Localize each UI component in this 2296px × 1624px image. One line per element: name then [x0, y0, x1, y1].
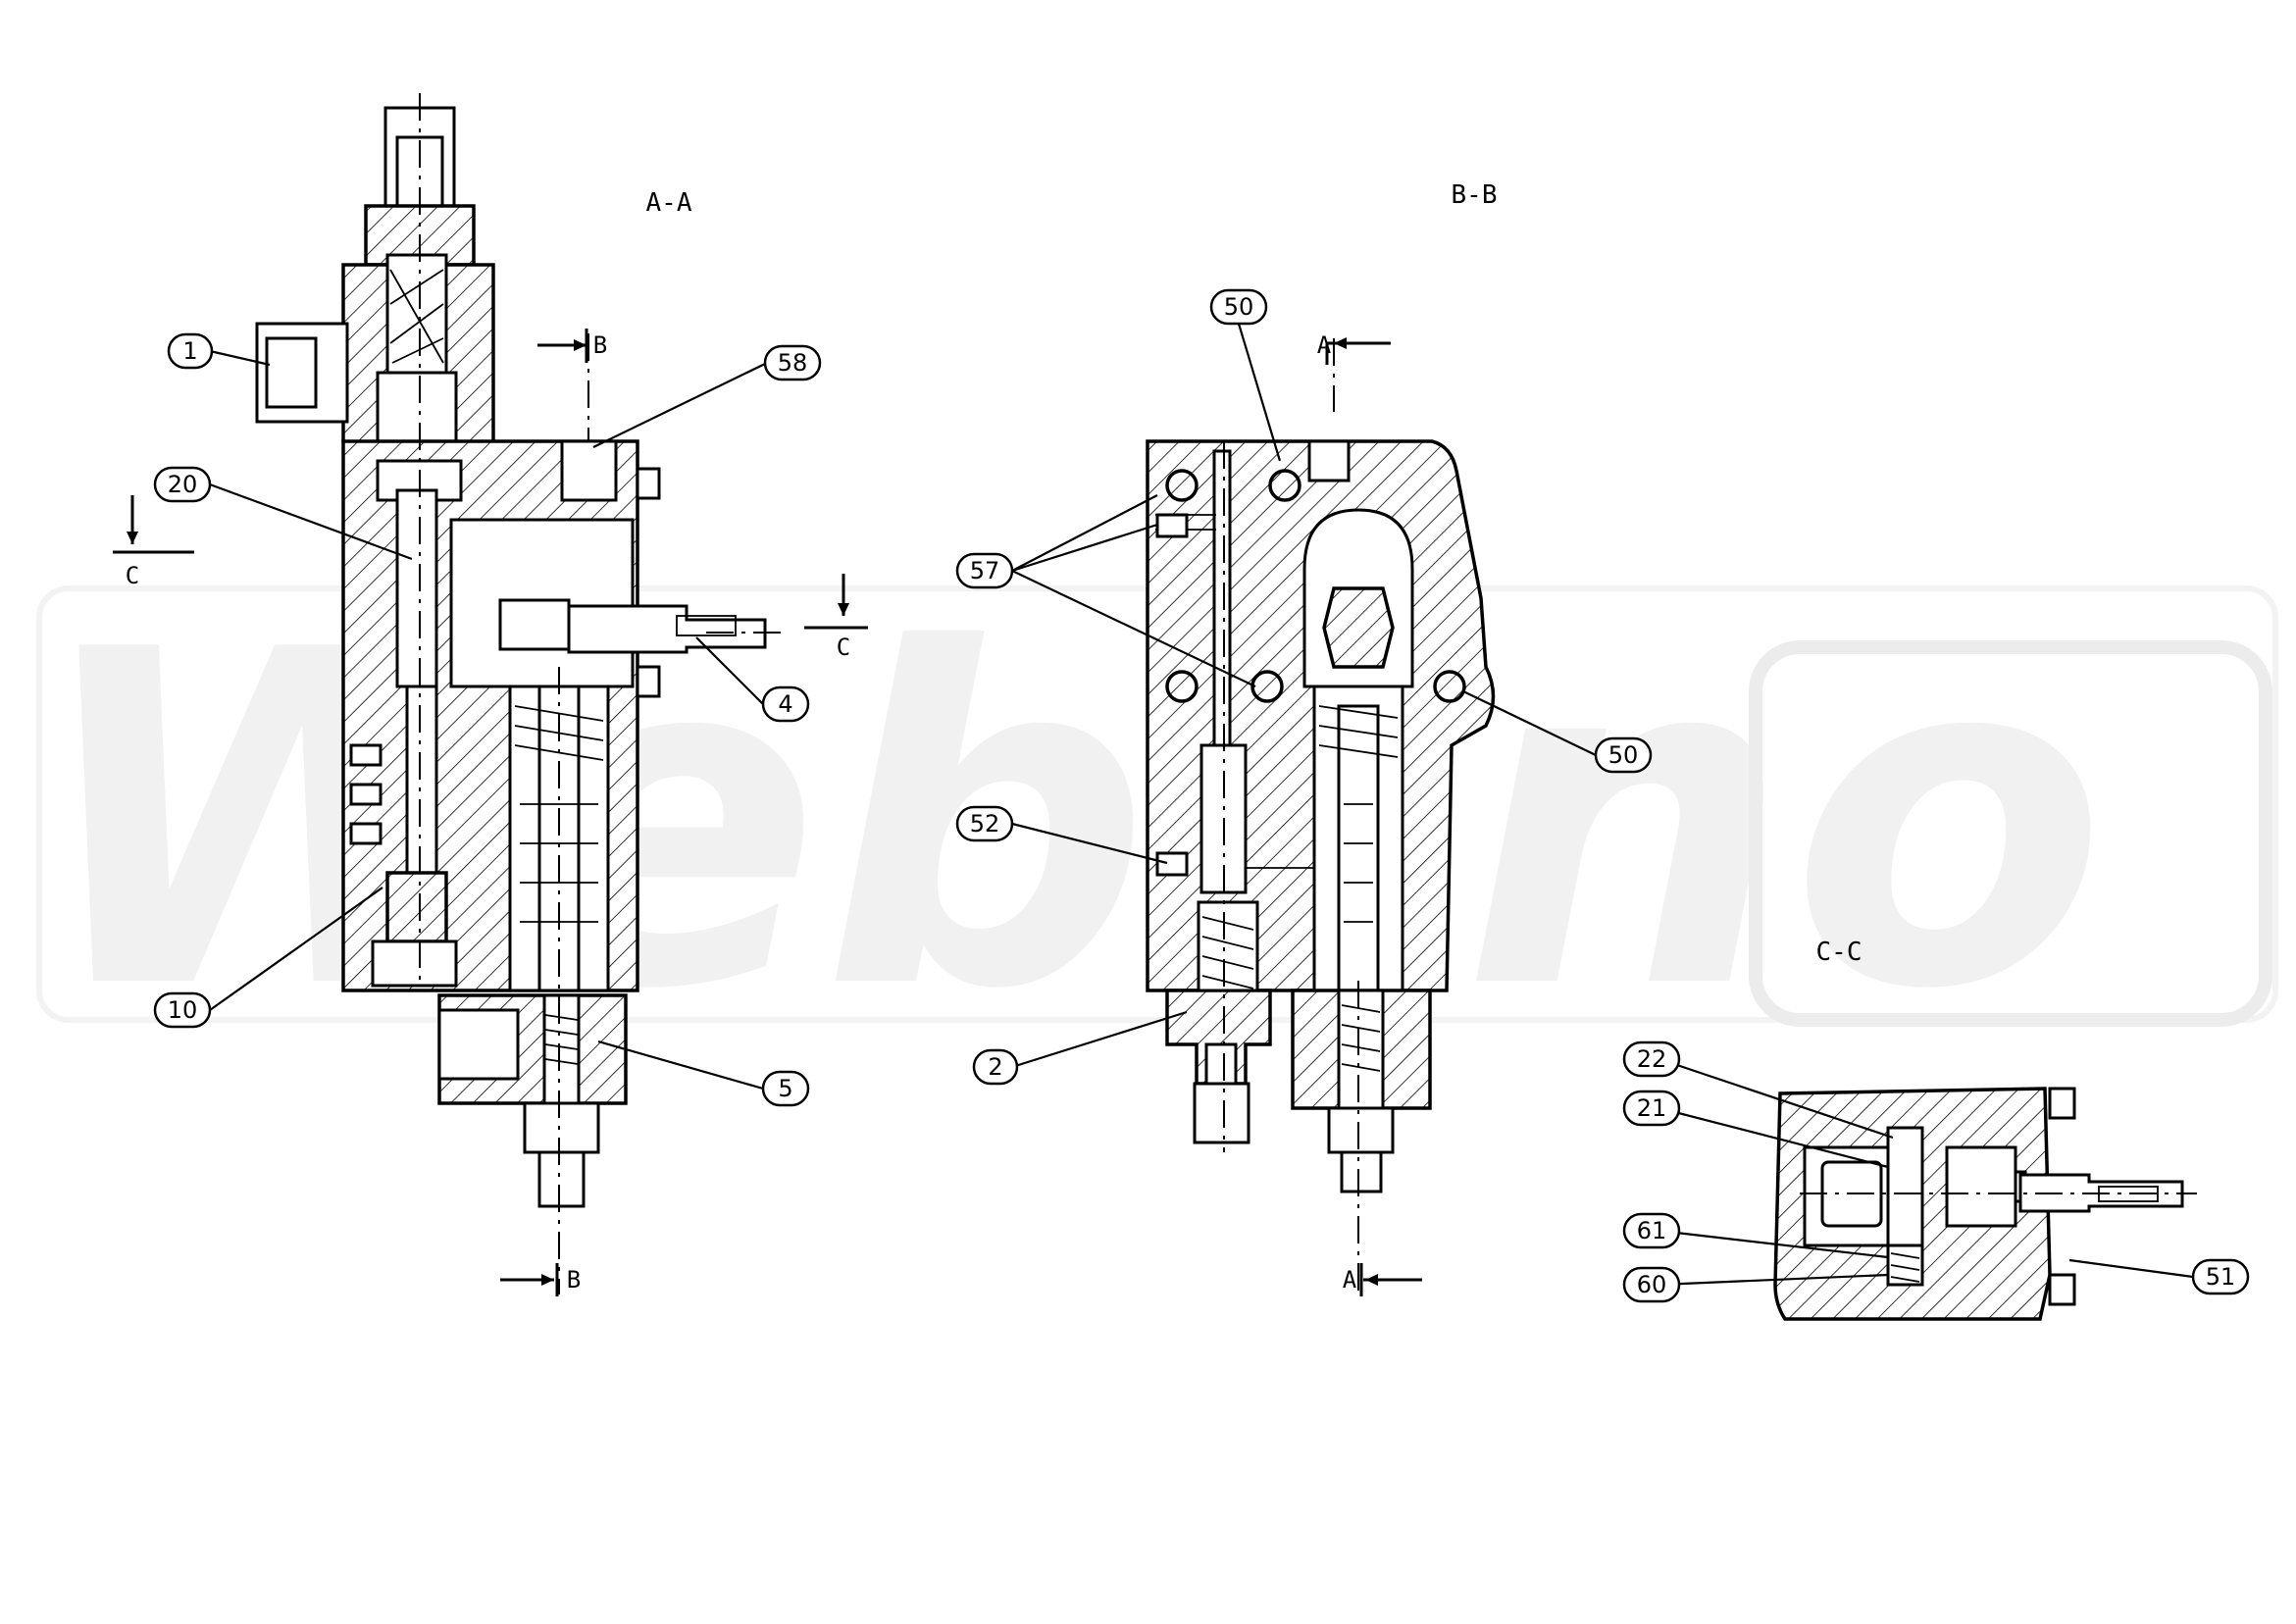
- balloon-label: 20: [168, 471, 198, 498]
- plug-58: [560, 439, 618, 502]
- view-title-cc: C-C: [1816, 938, 1862, 967]
- balloon-label: 52: [970, 810, 1000, 837]
- section-letter-a-bottom: A: [1343, 1266, 1357, 1294]
- balloon-label: 21: [1637, 1094, 1667, 1122]
- view-title-aa: A-A: [646, 188, 692, 218]
- section-cut-c-right: C: [804, 574, 868, 661]
- balloon-5: 5: [761, 1070, 810, 1107]
- balloon-label: 50: [1224, 293, 1254, 321]
- balloon-label: 10: [168, 996, 198, 1024]
- section-view-cc: [1773, 1087, 2197, 1321]
- balloon-label: 61: [1637, 1217, 1667, 1244]
- section-letter-b-top: B: [593, 331, 607, 359]
- balloon-label: 57: [970, 557, 1000, 584]
- section-letter-c-left: C: [126, 562, 139, 589]
- section-cut-b-top: B: [537, 329, 607, 363]
- balloon-label: 51: [2206, 1263, 2236, 1291]
- balloon-60: 60: [1622, 1266, 1681, 1303]
- balloon-50-right: 50: [1594, 736, 1653, 774]
- balloon-label: 22: [1637, 1045, 1667, 1073]
- balloon-2: 2: [972, 1048, 1019, 1086]
- section-letter-a-top: A: [1317, 331, 1332, 359]
- section-view-aa: [255, 93, 785, 1294]
- balloon-52: 52: [955, 805, 1014, 842]
- balloon-57: 57: [955, 552, 1014, 589]
- balloon-label: 1: [182, 337, 197, 365]
- balloon-20: 20: [153, 466, 212, 503]
- balloon-58: 58: [763, 344, 822, 381]
- balloon-label: 58: [778, 349, 808, 377]
- balloon-4: 4: [761, 685, 810, 723]
- balloon-label: 60: [1637, 1271, 1667, 1298]
- balloon-10: 10: [153, 991, 212, 1029]
- view-title-bb: B-B: [1452, 180, 1498, 210]
- section-letter-c-right: C: [837, 634, 850, 661]
- svg-text:Webano: Webano: [29, 553, 2107, 1090]
- leader-lines: [209, 323, 2194, 1287]
- balloon-label: 2: [988, 1053, 1002, 1081]
- balloon-label: 4: [778, 690, 792, 718]
- balloon-50-top: 50: [1209, 288, 1268, 326]
- section-view-bb: [1146, 338, 1496, 1294]
- balloon-61: 61: [1622, 1212, 1681, 1249]
- balloon-label: 50: [1608, 741, 1639, 769]
- section-cut-b-bottom: B: [500, 1263, 581, 1296]
- balloon-1: 1: [167, 332, 214, 370]
- section-cut-a-top: A: [1317, 331, 1391, 365]
- port-1: [255, 322, 349, 424]
- section-cut-c-left: C: [113, 495, 194, 589]
- balloon-51: 51: [2191, 1258, 2250, 1295]
- balloon-22: 22: [1622, 1040, 1681, 1078]
- section-letter-b-bottom: B: [567, 1266, 581, 1294]
- balloon-21: 21: [1622, 1090, 1681, 1127]
- section-cut-a-bottom: A: [1343, 1263, 1422, 1296]
- balloon-label: 5: [778, 1075, 792, 1102]
- pin-4: [567, 604, 767, 654]
